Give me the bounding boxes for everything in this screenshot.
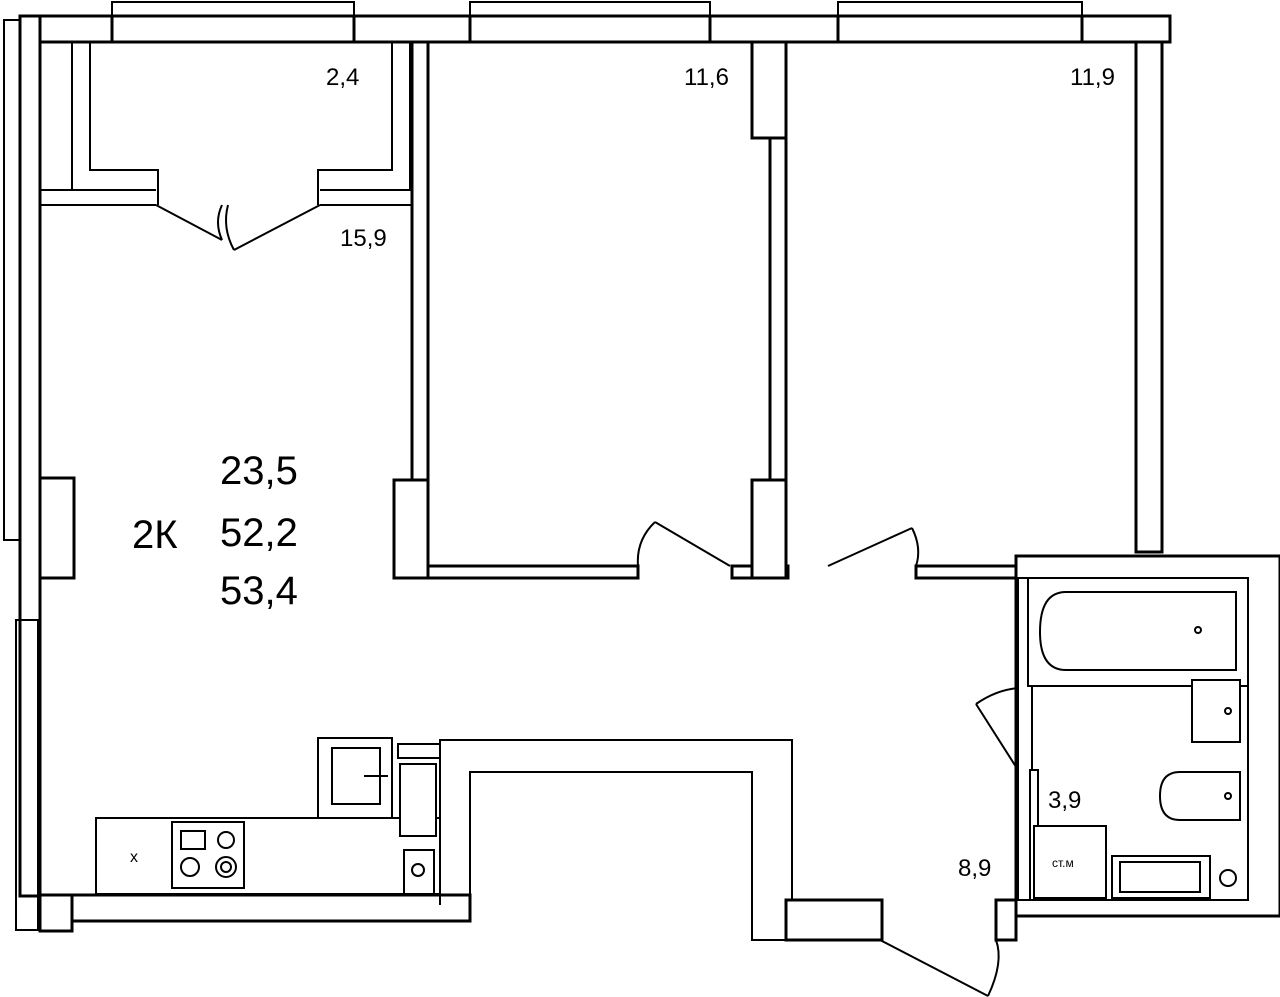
bathroom-area: 3,9 — [1048, 787, 1081, 814]
bedroom-2-area: 11,9 — [1070, 64, 1115, 91]
interior-walls — [38, 40, 1020, 580]
bedroom-1-area: 11,6 — [684, 64, 729, 91]
total-area-with-balcony: 53,4 — [220, 569, 298, 613]
fridge-label: х — [130, 849, 138, 866]
loggia — [40, 42, 428, 251]
living-area: 23,5 — [220, 449, 298, 493]
bedroom-doors — [636, 521, 920, 567]
kitchen — [95, 737, 1018, 997]
total-area: 52,2 — [220, 511, 298, 555]
loggia-area: 2,4 — [326, 64, 359, 91]
apartment-type: 2К — [132, 513, 178, 557]
room-labels: 2,4 11,6 11,9 15,9 3,9 8,9 ст.м х — [130, 64, 1115, 882]
outer-walls — [3, 1, 1172, 933]
bathroom — [975, 554, 1280, 918]
apartment-summary: 2К 23,5 52,2 53,4 — [132, 449, 298, 613]
living-room-area: 15,9 — [340, 225, 387, 252]
hallway-area: 8,9 — [958, 855, 991, 882]
washing-machine-label: ст.м — [1052, 856, 1074, 870]
